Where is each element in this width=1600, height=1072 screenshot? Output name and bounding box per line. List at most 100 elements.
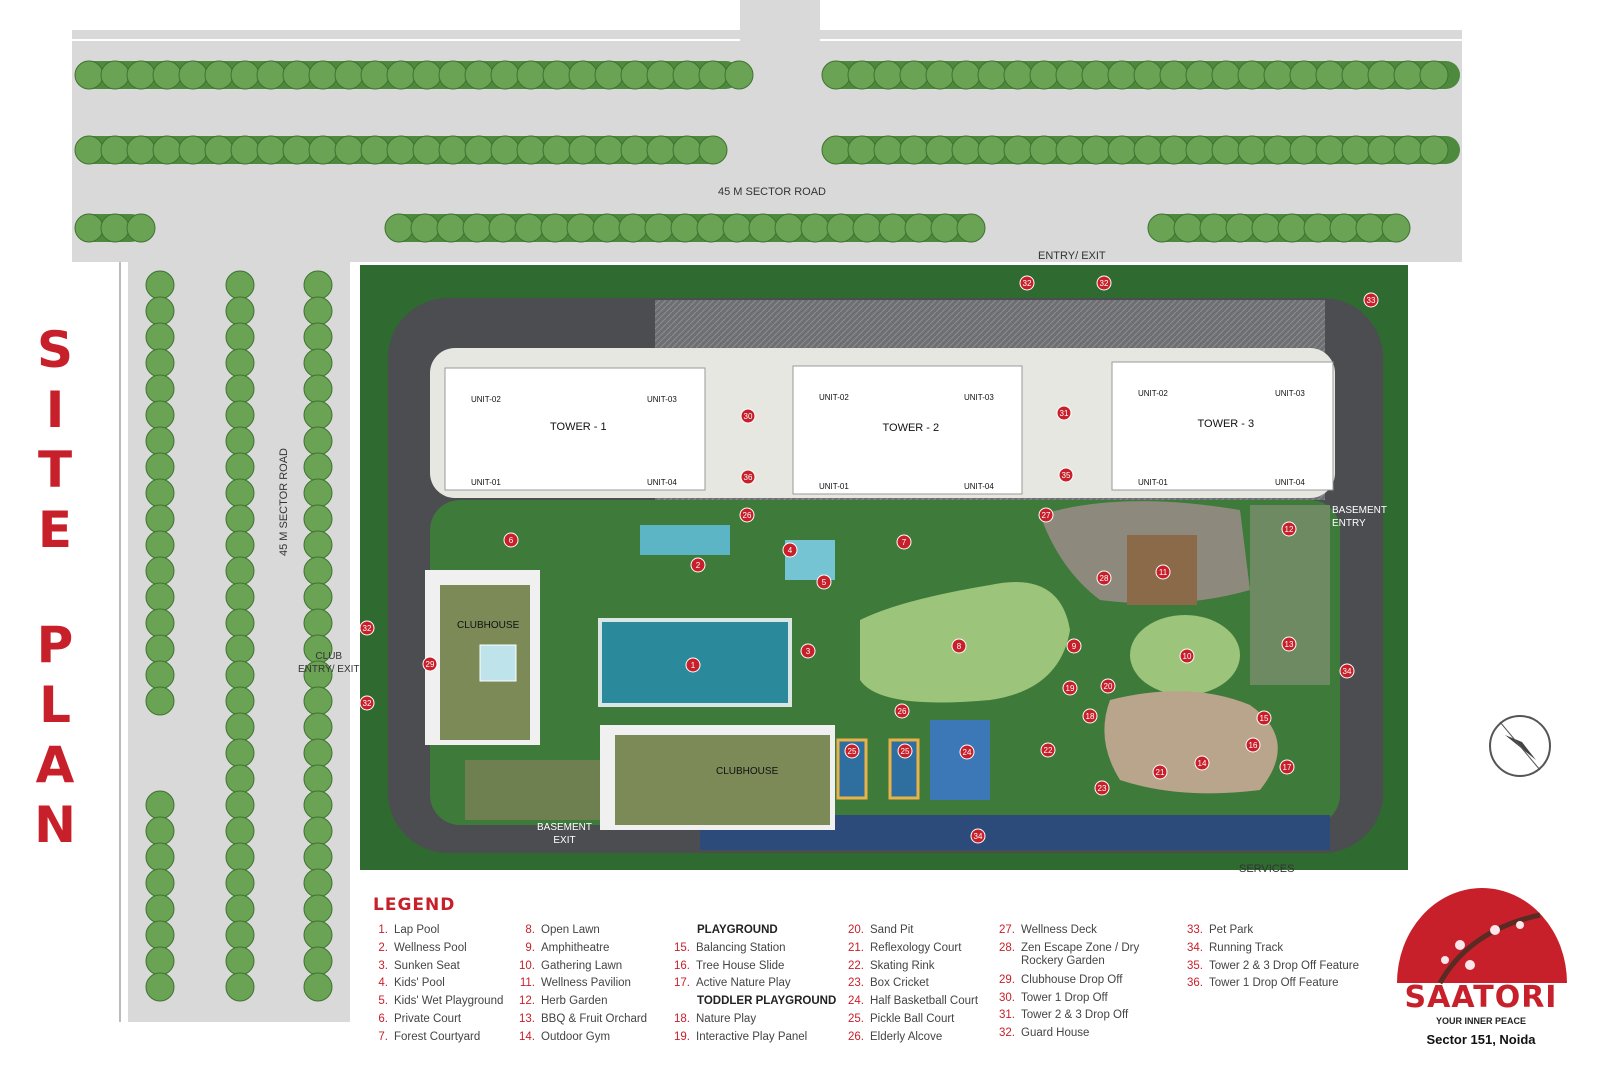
legend-label: Clubhouse Drop Off <box>1021 973 1123 986</box>
tree <box>1055 60 1085 90</box>
amenity-marker[interactable]: 11 <box>1155 564 1171 580</box>
amenity-marker[interactable]: 7 <box>896 534 912 550</box>
amenity-marker[interactable]: 9 <box>1066 638 1082 654</box>
tree <box>1419 135 1449 165</box>
tree <box>152 60 182 90</box>
tree <box>464 60 494 90</box>
tree <box>1393 135 1423 165</box>
tree <box>303 504 333 534</box>
tree <box>225 348 255 378</box>
amenity-marker[interactable]: 35 <box>1058 467 1074 483</box>
legend-number: 17. <box>674 977 690 990</box>
tree <box>899 135 929 165</box>
amenity-marker[interactable]: 28 <box>1096 570 1112 586</box>
marker-number: 6 <box>509 536 514 545</box>
legend-number: 19. <box>674 1031 690 1043</box>
amenity-marker[interactable]: 25 <box>844 743 860 759</box>
amenity-marker[interactable]: 26 <box>894 703 910 719</box>
amenity-marker[interactable]: 33 <box>1363 292 1379 308</box>
tree <box>256 60 286 90</box>
tree <box>225 660 255 690</box>
tree <box>225 322 255 352</box>
tree <box>1185 60 1215 90</box>
legend-label: Reflexology Court <box>870 941 962 954</box>
amenity-marker[interactable]: 16 <box>1245 737 1261 753</box>
road-label-left: 45 M SECTOR ROAD <box>278 448 290 556</box>
tree <box>145 478 175 508</box>
tree <box>821 135 851 165</box>
amenity-marker[interactable]: 5 <box>816 574 832 590</box>
amenity-marker[interactable]: 1 <box>685 657 701 673</box>
amenity-marker[interactable]: 29 <box>422 656 438 672</box>
marker-number: 35 <box>1062 471 1071 480</box>
amenity-marker[interactable]: 12 <box>1281 521 1297 537</box>
amenity-marker[interactable]: 6 <box>503 532 519 548</box>
marker-number: 1 <box>691 661 696 670</box>
amenity-marker[interactable]: 13 <box>1281 636 1297 652</box>
amenity-marker[interactable]: 36 <box>740 469 756 485</box>
legend-heading: PLAYGROUND <box>697 924 778 936</box>
tree <box>1107 135 1137 165</box>
amenity-marker[interactable]: 15 <box>1256 710 1272 726</box>
tree <box>303 712 333 742</box>
tree <box>303 270 333 300</box>
tree <box>1393 60 1423 90</box>
tree <box>204 60 234 90</box>
legend-number: 18. <box>674 1013 690 1026</box>
amenity-marker[interactable]: 34 <box>970 828 986 844</box>
legend-heading: TODDLER PLAYGROUND <box>697 995 837 1008</box>
amenity-marker[interactable]: 23 <box>1094 780 1110 796</box>
tree-row <box>821 60 1460 90</box>
legend-number: 26. <box>848 1030 864 1043</box>
amenity-marker[interactable]: 17 <box>1279 759 1295 775</box>
amenity-marker[interactable]: 24 <box>959 744 975 760</box>
amenity-marker[interactable]: 3 <box>800 643 816 659</box>
tree <box>225 972 255 1002</box>
amenity-marker[interactable]: 4 <box>782 542 798 558</box>
tree <box>1367 135 1397 165</box>
amenity-marker[interactable]: 2 <box>690 557 706 573</box>
legend-label: Kids' Wet Playground <box>394 995 504 1008</box>
tree-row <box>74 135 728 165</box>
legend-item: 21.Reflexology Court <box>842 942 961 955</box>
legend-item: 35.Tower 2 & 3 Drop Off Feature <box>1181 960 1359 973</box>
tree <box>696 213 726 243</box>
tree <box>303 790 333 820</box>
tree <box>722 213 752 243</box>
tree <box>594 135 624 165</box>
amenity-marker[interactable]: 26 <box>739 507 755 523</box>
amenity-marker[interactable]: 19 <box>1062 680 1078 696</box>
marker-number: 18 <box>1086 712 1095 721</box>
amenity-marker[interactable]: 32 <box>359 620 375 636</box>
amenity-marker[interactable]: 32 <box>1096 275 1112 291</box>
amenity-marker[interactable]: 30 <box>740 408 756 424</box>
amenity-marker[interactable]: 14 <box>1194 755 1210 771</box>
tree-row <box>384 213 986 243</box>
tree <box>1237 135 1267 165</box>
amenity-marker[interactable]: 32 <box>359 695 375 711</box>
legend-label: Forest Courtyard <box>394 1030 481 1043</box>
tree <box>1341 60 1371 90</box>
unit-label: UNIT-04 <box>964 482 994 491</box>
marker-number: 36 <box>744 473 753 482</box>
amenity-marker[interactable]: 27 <box>1038 507 1054 523</box>
amenity-marker[interactable]: 8 <box>951 638 967 654</box>
tree <box>412 135 442 165</box>
amenity-marker[interactable]: 18 <box>1082 708 1098 724</box>
amenity-marker[interactable]: 25 <box>897 743 913 759</box>
amenity-marker[interactable]: 31 <box>1056 405 1072 421</box>
legend-number: 3. <box>378 959 388 972</box>
amenity-marker[interactable]: 32 <box>1019 275 1035 291</box>
unit-label: UNIT-04 <box>1275 478 1305 487</box>
tree <box>1315 60 1345 90</box>
amenity-marker[interactable]: 21 <box>1152 764 1168 780</box>
amenity-marker[interactable]: 22 <box>1040 742 1056 758</box>
amenity-marker[interactable]: 34 <box>1339 663 1355 679</box>
legend-label: Gathering Lawn <box>541 959 623 972</box>
amenity-marker[interactable]: 20 <box>1100 678 1116 694</box>
amenity-marker[interactable]: 10 <box>1179 648 1195 664</box>
tower-name: TOWER - 3 <box>1197 418 1255 430</box>
tree <box>568 60 598 90</box>
legend-item: 10.Gathering Lawn <box>513 960 622 973</box>
tree <box>618 213 648 243</box>
